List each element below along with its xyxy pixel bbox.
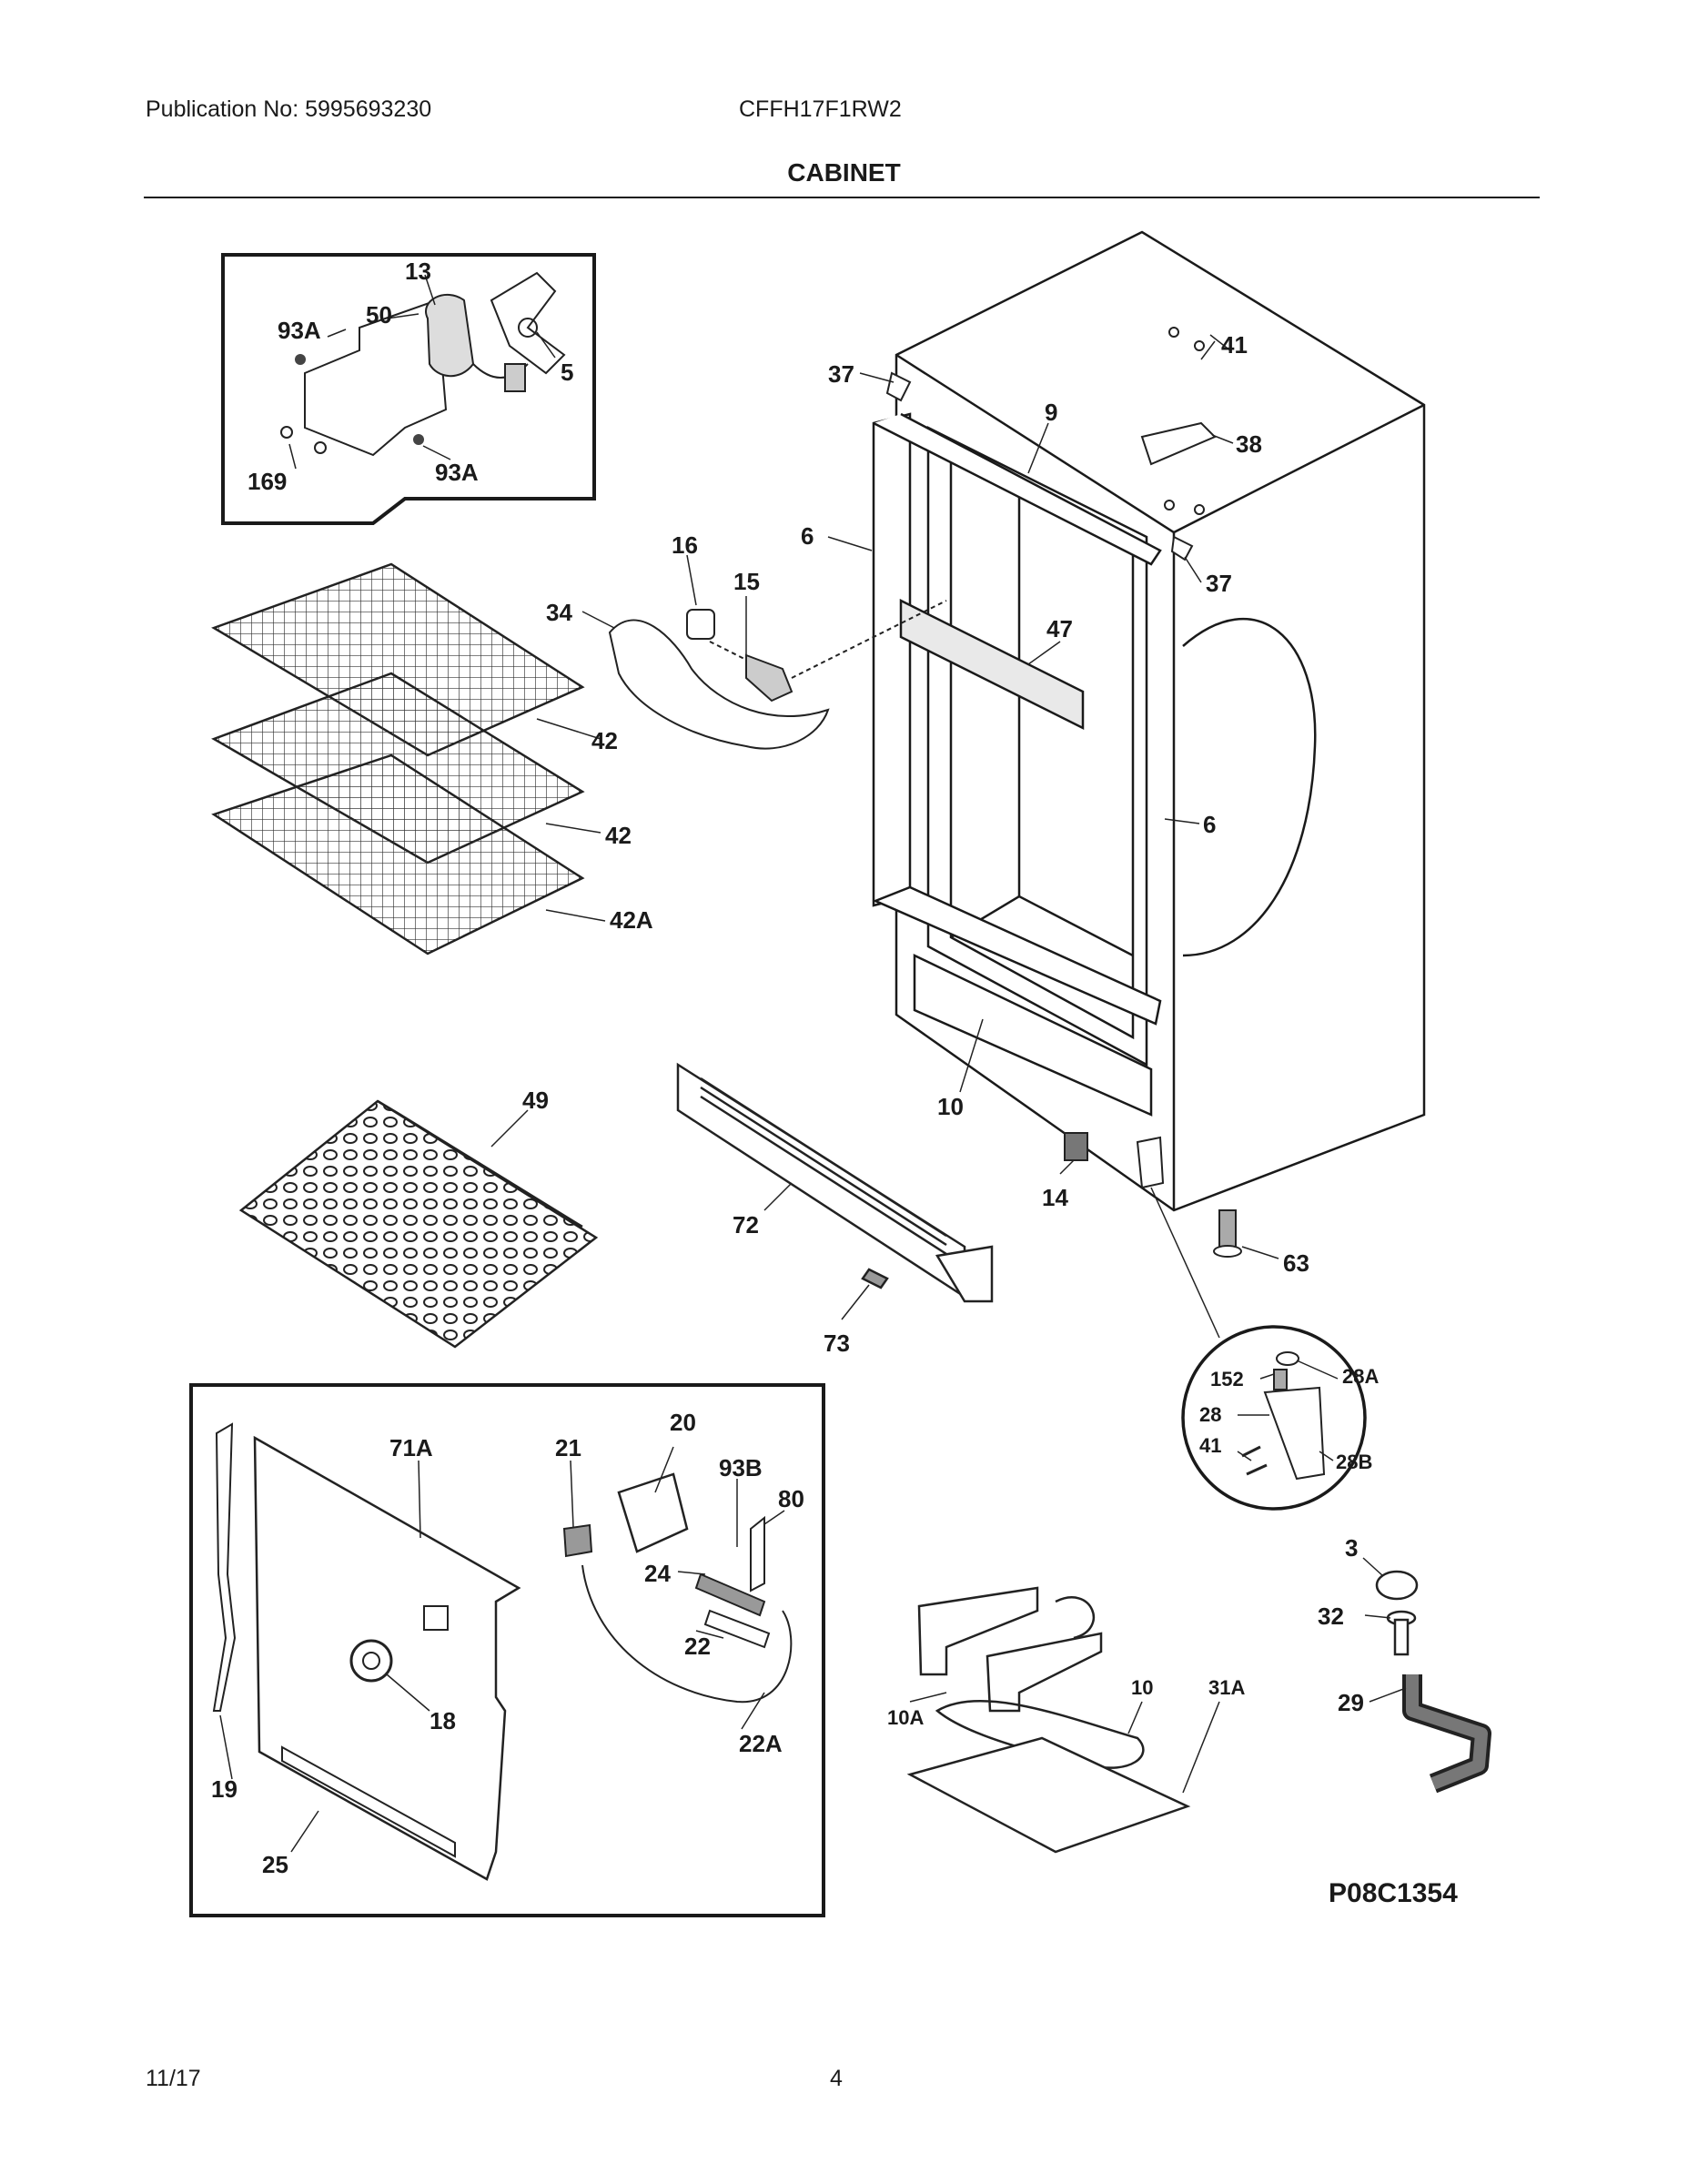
drain-parts bbox=[1375, 1570, 1491, 1794]
callout-93A: 93A bbox=[278, 317, 321, 344]
callout-20: 20 bbox=[670, 1409, 696, 1436]
diagram-code: P08C1354 bbox=[1329, 1878, 1458, 1908]
callout-14: 14 bbox=[1042, 1184, 1068, 1211]
callout-63: 63 bbox=[1283, 1249, 1309, 1277]
callout-38: 38 bbox=[1236, 430, 1262, 458]
callout-41-hinge: 41 bbox=[1199, 1434, 1221, 1457]
callout-28A: 28A bbox=[1342, 1365, 1379, 1388]
callout-42A: 42A bbox=[610, 906, 653, 934]
page-number: 4 bbox=[830, 2066, 843, 2091]
header-divider bbox=[144, 197, 1540, 198]
callout-22A: 22A bbox=[739, 1730, 783, 1757]
callout-80: 80 bbox=[778, 1485, 804, 1512]
back-panel-inset: 71A 21 20 93B 80 24 22 18 22A 19 25 bbox=[189, 1383, 825, 1917]
callout-19: 19 bbox=[211, 1775, 238, 1803]
callout-49: 49 bbox=[522, 1087, 549, 1114]
callout-73: 73 bbox=[824, 1330, 850, 1357]
callout-5: 5 bbox=[561, 359, 573, 386]
hinge-detail: 152 28A 28 41 28B bbox=[1181, 1325, 1379, 1511]
callout-32: 32 bbox=[1318, 1603, 1344, 1630]
callout-41: 41 bbox=[1221, 331, 1248, 359]
callout-72: 72 bbox=[733, 1211, 759, 1239]
callout-42-second: 42 bbox=[605, 822, 632, 849]
callout-47: 47 bbox=[1046, 615, 1073, 642]
callout-18: 18 bbox=[430, 1707, 456, 1734]
callout-3: 3 bbox=[1345, 1534, 1358, 1562]
callout-9: 9 bbox=[1045, 399, 1057, 426]
callout-22: 22 bbox=[684, 1633, 711, 1660]
callout-21: 21 bbox=[555, 1434, 581, 1461]
footer-date: 11/17 bbox=[146, 2066, 201, 2091]
callout-10: 10 bbox=[937, 1093, 964, 1120]
callout-50: 50 bbox=[366, 301, 392, 329]
callout-28: 28 bbox=[1199, 1403, 1221, 1426]
publication-number: Publication No: 5995693230 bbox=[146, 96, 432, 122]
callout-15: 15 bbox=[733, 568, 760, 595]
fan-motor-inset: 13 93A 50 5 169 93A bbox=[221, 253, 596, 525]
callout-16: 16 bbox=[672, 531, 698, 559]
defrost-heater-assembly bbox=[906, 1586, 1191, 1854]
callout-25: 25 bbox=[262, 1851, 288, 1878]
cabinet-small-parts bbox=[885, 327, 1242, 1258]
callout-6: 6 bbox=[801, 522, 814, 550]
page-title: CABINET bbox=[787, 158, 901, 187]
cabinet-body bbox=[872, 230, 1426, 1212]
model-number: CFFH17F1RW2 bbox=[739, 96, 902, 122]
callout-37: 37 bbox=[828, 360, 854, 388]
callout-71A: 71A bbox=[389, 1434, 433, 1461]
callout-10A: 10A bbox=[887, 1706, 924, 1729]
grille-72 bbox=[676, 1062, 994, 1303]
light-assembly bbox=[608, 600, 947, 750]
callout-28B: 28B bbox=[1336, 1451, 1372, 1473]
callout-24: 24 bbox=[644, 1560, 671, 1587]
callout-93A-lower: 93A bbox=[435, 459, 479, 486]
callout-37-right: 37 bbox=[1206, 570, 1232, 597]
wire-shelves bbox=[211, 562, 585, 956]
callout-10-heater: 10 bbox=[1131, 1676, 1153, 1699]
callout-169: 169 bbox=[248, 468, 287, 495]
callout-34: 34 bbox=[546, 599, 572, 626]
callout-31A: 31A bbox=[1208, 1676, 1245, 1699]
callout-152: 152 bbox=[1210, 1368, 1244, 1390]
callout-42: 42 bbox=[591, 727, 618, 754]
callout-93B: 93B bbox=[719, 1454, 763, 1481]
callout-29: 29 bbox=[1338, 1689, 1364, 1716]
basket-49 bbox=[238, 1099, 599, 1349]
callout-6-right: 6 bbox=[1203, 811, 1216, 838]
callout-13: 13 bbox=[405, 258, 431, 285]
